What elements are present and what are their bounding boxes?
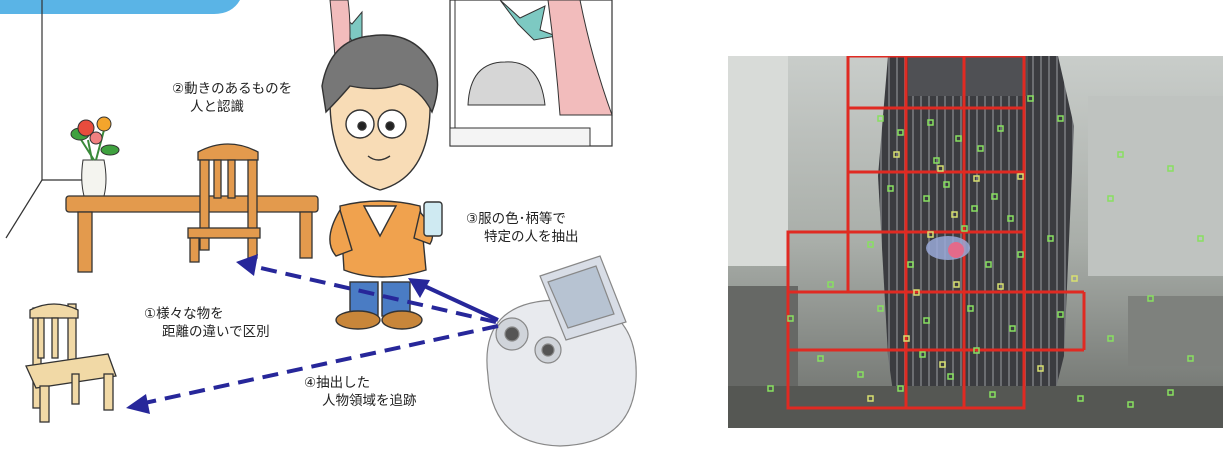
arrow-to-near-chair (139, 324, 499, 406)
person-tracking-camera-view (728, 56, 1223, 428)
arrow-to-person (419, 282, 499, 322)
robot (486, 255, 637, 447)
arrow-heads (126, 254, 430, 414)
flower-vase (70, 116, 120, 197)
near-chair (25, 303, 117, 423)
robot-tracking-illustration (0, 0, 637, 447)
step-3-label: ③服の色･柄等で 特定の人を抽出 (466, 211, 579, 245)
back-chair (187, 143, 261, 263)
feature-points (767, 95, 1204, 408)
tracking-grid (786, 56, 1086, 410)
room-walls (5, 0, 84, 239)
sensing-arrows (139, 264, 499, 406)
step-2-label: ②動きのあるものを 人と認識 (172, 81, 293, 115)
arrow-to-back-chair (251, 264, 497, 324)
person-character (321, 34, 443, 330)
header-tab (0, 0, 240, 14)
step-1-label: ①様々な物を 距離の違いで区別 (144, 306, 270, 340)
step-4-label: ④抽出した 人物領域を追跡 (304, 375, 417, 409)
